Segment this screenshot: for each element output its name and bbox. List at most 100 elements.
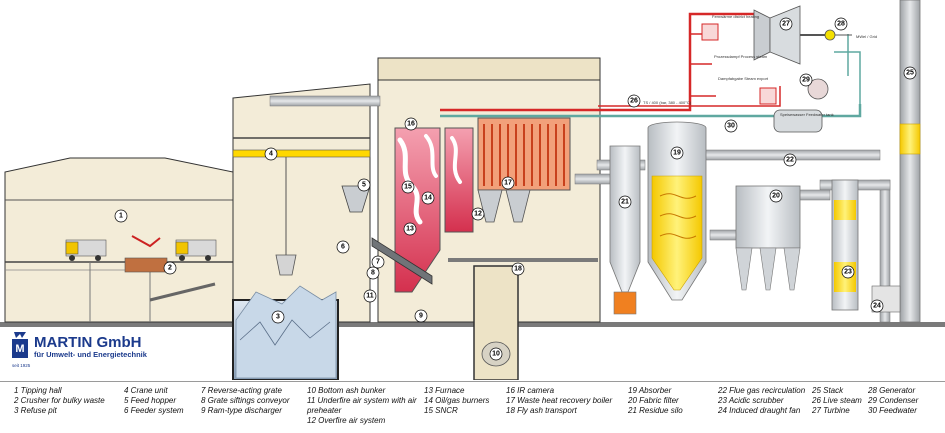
turbine-set <box>753 5 852 133</box>
marker-9: 9 <box>414 309 428 323</box>
marker-13: 13 <box>403 222 417 236</box>
svg-text:25: 25 <box>906 70 914 77</box>
marker-7: 7 <box>371 255 385 269</box>
marker-14: 14 <box>421 191 435 205</box>
marker-19: 19 <box>670 146 684 160</box>
legend-item: 1 Tipping hall <box>14 386 62 395</box>
legend-col-10: 28 Generator 29 Condenser 30 Feedwater <box>868 386 918 416</box>
svg-text:M: M <box>15 343 24 355</box>
svg-text:9: 9 <box>419 313 423 320</box>
svg-text:2: 2 <box>168 265 172 272</box>
marker-12: 12 <box>471 207 485 221</box>
svg-text:4: 4 <box>269 151 273 158</box>
district-heating-label: Fernwärme district heating <box>712 14 759 19</box>
legend-item: 2 Crusher for bulky waste <box>14 396 105 405</box>
acidic-scrubber <box>831 179 859 311</box>
svg-text:14: 14 <box>424 195 432 202</box>
legend-item: 4 Crane unit <box>124 386 168 395</box>
absorber <box>647 121 707 301</box>
legend-col-9: 25 Stack 26 Live steam 27 Turbine <box>812 386 862 416</box>
svg-text:6: 6 <box>341 244 345 251</box>
marker-18: 18 <box>511 262 525 276</box>
marker-17: 17 <box>501 176 515 190</box>
legend-item: 26 Live steam <box>812 396 862 405</box>
marker-4: 4 <box>264 147 278 161</box>
stack <box>871 0 921 323</box>
marker-27: 27 <box>779 17 793 31</box>
svg-text:29: 29 <box>802 77 810 84</box>
ground-line <box>0 322 945 327</box>
marker-23: 23 <box>841 265 855 279</box>
svg-text:16: 16 <box>407 121 415 128</box>
svg-text:18: 18 <box>514 266 522 273</box>
feedwater-tank-label: Speisewasser Feedwater tank <box>780 112 834 117</box>
svg-text:5: 5 <box>362 182 366 189</box>
legend-item: 13 Furnace <box>424 386 465 395</box>
legend-item: 25 Stack <box>812 386 844 395</box>
svg-text:19: 19 <box>673 150 681 157</box>
marker-28: 28 <box>834 17 848 31</box>
legend-item: 17 Waste heat recovery boiler <box>506 396 613 405</box>
residue-silo <box>609 145 641 315</box>
svg-text:28: 28 <box>837 21 845 28</box>
marker-22: 22 <box>783 153 797 167</box>
legend-item: 19 Absorber <box>628 386 672 395</box>
marker-29: 29 <box>799 73 813 87</box>
steam-annotations: TS / 400 (bar, 380 - 400°C) MWel / Grid … <box>643 14 877 117</box>
svg-text:12: 12 <box>474 211 482 218</box>
legend-item: 30 Feedwater <box>868 406 917 415</box>
legend-item: 5 Feed hopper <box>124 396 177 405</box>
marker-1: 1 <box>114 209 128 223</box>
legend-item: 9 Ram-type discharger <box>201 406 282 415</box>
marker-10: 10 <box>489 347 503 361</box>
steam-lines <box>440 12 862 118</box>
legend-col-2: 4 Crane unit 5 Feed hopper 6 Feeder syst… <box>124 386 184 416</box>
legend-item: 15 SNCR <box>424 406 458 415</box>
legend-item: 28 Generator <box>868 386 916 395</box>
legend-item: 3 Refuse pit <box>14 406 57 415</box>
legend-item: 27 Turbine <box>812 406 850 415</box>
svg-text:13: 13 <box>406 226 414 233</box>
legend-col-4: 10 Bottom ash bunker 11 Underfire air sy… <box>307 386 423 426</box>
process-steam-label: Prozessdampf Process steam <box>714 54 768 59</box>
svg-text:20: 20 <box>772 193 780 200</box>
marker-8: 8 <box>366 266 380 280</box>
steam-line-label: TS / 400 (bar, 380 - 400°C) <box>643 100 692 105</box>
logo-crown-icon <box>14 332 26 338</box>
legend-item: 18 Fly ash transport <box>506 406 577 415</box>
svg-text:24: 24 <box>873 303 881 310</box>
legend-col-1: 1 Tipping hall 2 Crusher for bulky waste… <box>14 386 105 416</box>
legend-item: 23 Acidic scrubber <box>718 396 784 405</box>
svg-text:11: 11 <box>366 293 374 300</box>
svg-text:27: 27 <box>782 21 790 28</box>
logo-since: seit 1925 <box>12 363 31 368</box>
marker-11: 11 <box>363 289 377 303</box>
bunker-hall <box>232 83 371 380</box>
legend-col-7: 19 Absorber 20 Fabric filter 21 Residue … <box>628 386 683 416</box>
legend-item: 24 Induced draught fan <box>718 406 801 415</box>
legend-item: 21 Residue silo <box>628 406 683 415</box>
legend-item: 20 Fabric filter <box>628 396 679 405</box>
legend-item: 6 Feeder system <box>124 406 184 415</box>
legend: 1 Tipping hall 2 Crusher for bulky waste… <box>0 381 945 433</box>
export-steam-label: Dampfabgabe Steam export <box>718 76 769 81</box>
marker-5: 5 <box>357 178 371 192</box>
legend-item: 11 Underfire air system with air preheat… <box>307 396 417 415</box>
legend-item: 12 Overfire air system <box>307 416 386 425</box>
marker-6: 6 <box>336 240 350 254</box>
marker-20: 20 <box>769 189 783 203</box>
marker-15: 15 <box>401 180 415 194</box>
marker-3: 3 <box>271 310 285 324</box>
svg-text:15: 15 <box>404 184 412 191</box>
boiler-house <box>371 57 601 380</box>
svg-text:30: 30 <box>727 123 735 130</box>
plant-diagram: 1 2 3 4 5 6 7 8 9 10 11 12 13 14 15 16 1… <box>0 0 945 380</box>
legend-col-8: 22 Flue gas recirculation 23 Acidic scru… <box>718 386 805 416</box>
tipping-hall <box>4 157 234 323</box>
svg-text:7: 7 <box>376 259 380 266</box>
svg-text:8: 8 <box>371 270 375 277</box>
marker-25: 25 <box>903 66 917 80</box>
svg-text:3: 3 <box>276 314 280 321</box>
legend-item: 29 Condenser <box>868 396 919 405</box>
marker-21: 21 <box>618 195 632 209</box>
